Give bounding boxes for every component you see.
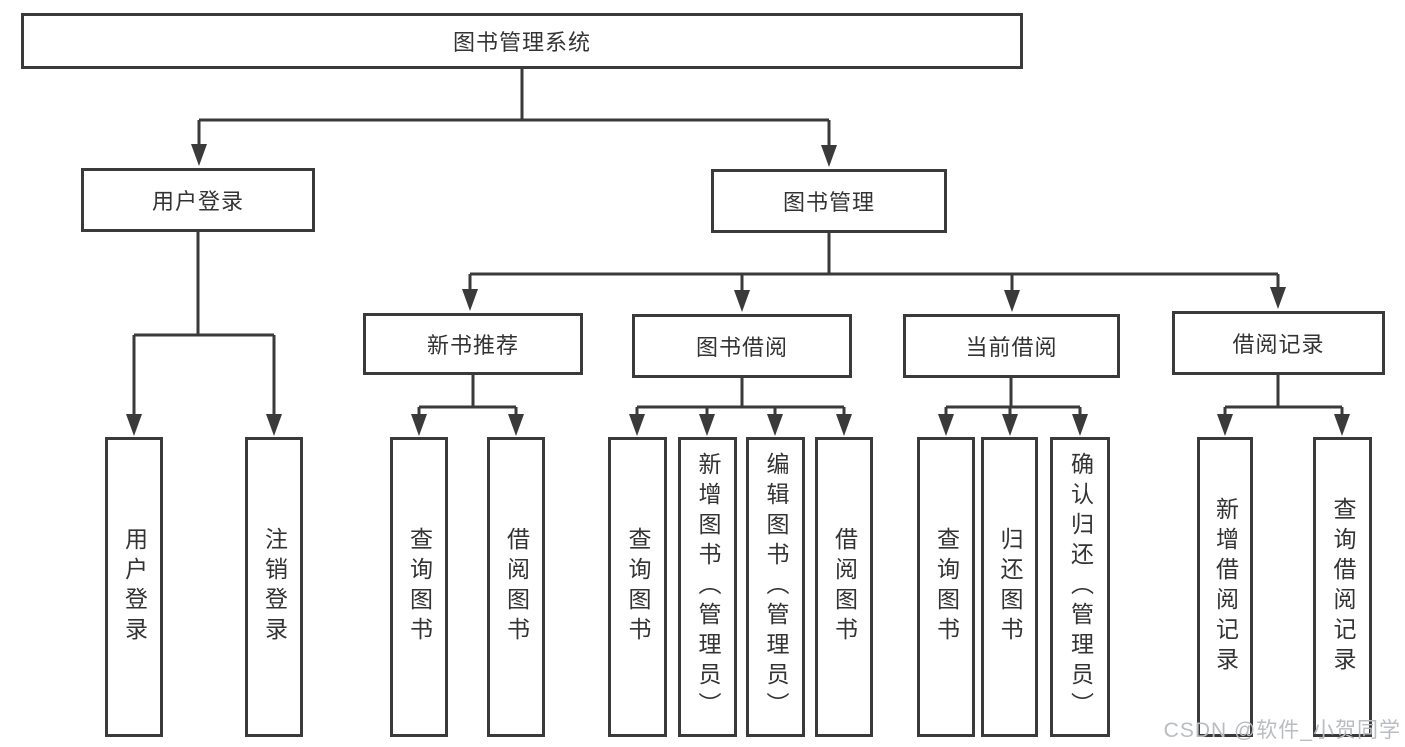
node-borrowing-records: 借阅记录 xyxy=(1172,311,1385,375)
node-library-management-system: 图书管理系统 xyxy=(21,13,1023,69)
leaf-edit-book-admin: 编辑图书（管理员） xyxy=(746,437,805,737)
csdn-watermark: CSDN @软件_小贺同学 xyxy=(1163,719,1401,742)
leaf-borrow-books-borrowing: 借阅图书 xyxy=(815,437,873,737)
node-book-borrowing: 图书借阅 xyxy=(632,314,852,378)
node-current-borrowing: 当前借阅 xyxy=(903,314,1120,378)
leaf-query-books-borrowing: 查询图书 xyxy=(608,437,667,737)
node-user-login: 用户登录 xyxy=(81,168,315,232)
leaf-user-login: 用户登录 xyxy=(105,437,163,737)
leaf-add-borrow-record: 新增借阅记录 xyxy=(1197,437,1253,737)
leaf-return-books: 归还图书 xyxy=(981,437,1038,737)
leaf-confirm-return-admin: 确认归还（管理员） xyxy=(1050,437,1110,737)
leaf-query-borrow-record: 查询借阅记录 xyxy=(1313,437,1372,737)
leaf-logout: 注销登录 xyxy=(245,437,303,737)
node-book-management: 图书管理 xyxy=(711,169,947,233)
leaf-borrow-books-recommend: 借阅图书 xyxy=(487,437,545,737)
leaf-query-books-current: 查询图书 xyxy=(917,437,975,737)
leaf-add-book-admin: 新增图书（管理员） xyxy=(678,437,737,737)
node-new-book-recommend: 新书推荐 xyxy=(363,313,583,375)
leaf-query-books-recommend: 查询图书 xyxy=(390,437,448,737)
